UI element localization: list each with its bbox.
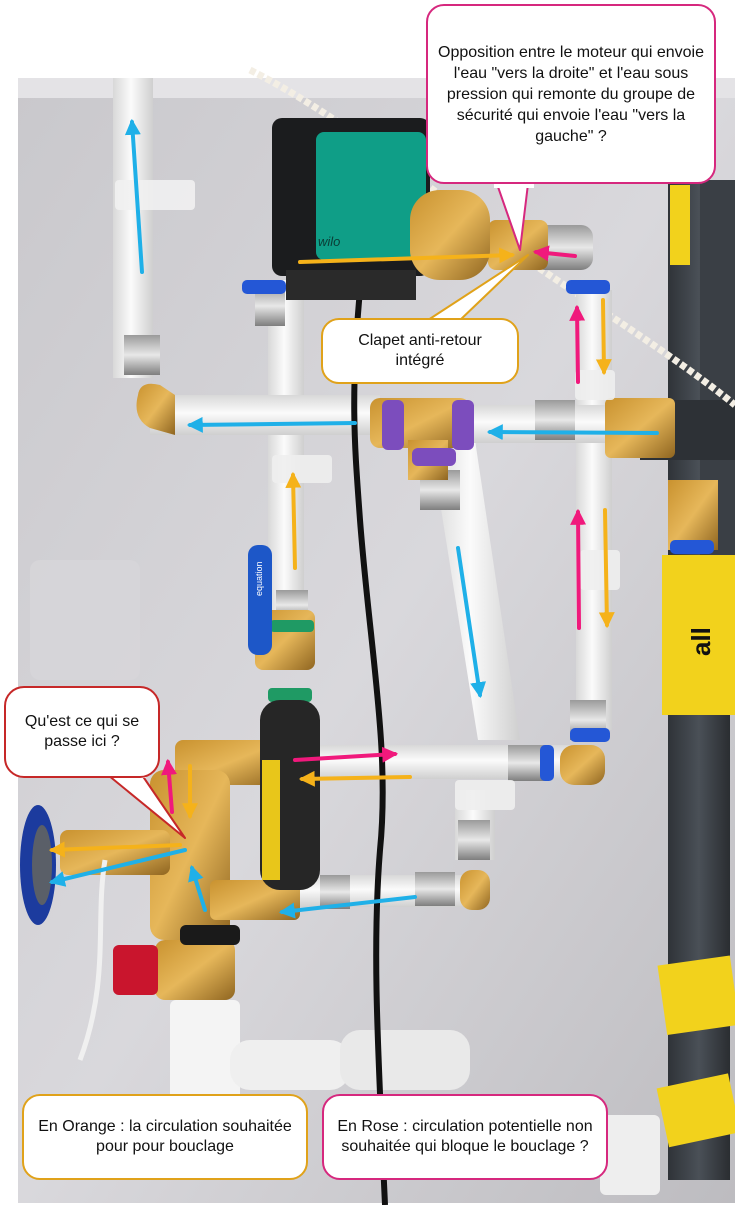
legend-orange-text: En Orange : la circulation souhaitée pou… bbox=[38, 1118, 292, 1155]
question-callout: Qu'est ce qui se passe ici ? bbox=[4, 686, 160, 778]
legend-orange: En Orange : la circulation souhaitée pou… bbox=[22, 1094, 308, 1180]
clapet-text: Clapet anti-retour intégré bbox=[358, 332, 482, 369]
pump-brand: wilo bbox=[318, 234, 340, 249]
pump-cable bbox=[351, 289, 388, 1205]
valve-brand: equation bbox=[254, 561, 264, 596]
yellow-sticker bbox=[662, 555, 735, 715]
question-text: Qu'est ce qui se passe ici ? bbox=[24, 713, 140, 750]
legend-pink-text: En Rose : circulation potentielle non so… bbox=[337, 1118, 593, 1155]
valve-handle bbox=[248, 545, 272, 655]
opposition-text: Opposition entre le moteur qui envoie l'… bbox=[438, 43, 704, 145]
legend-pink: En Rose : circulation potentielle non so… bbox=[322, 1094, 608, 1180]
clapet-callout: Clapet anti-retour intégré bbox=[321, 318, 519, 384]
opposition-callout: Opposition entre le moteur qui envoie l'… bbox=[426, 4, 716, 184]
sticker-label: all bbox=[686, 627, 716, 656]
flow-arrows bbox=[48, 118, 659, 919]
